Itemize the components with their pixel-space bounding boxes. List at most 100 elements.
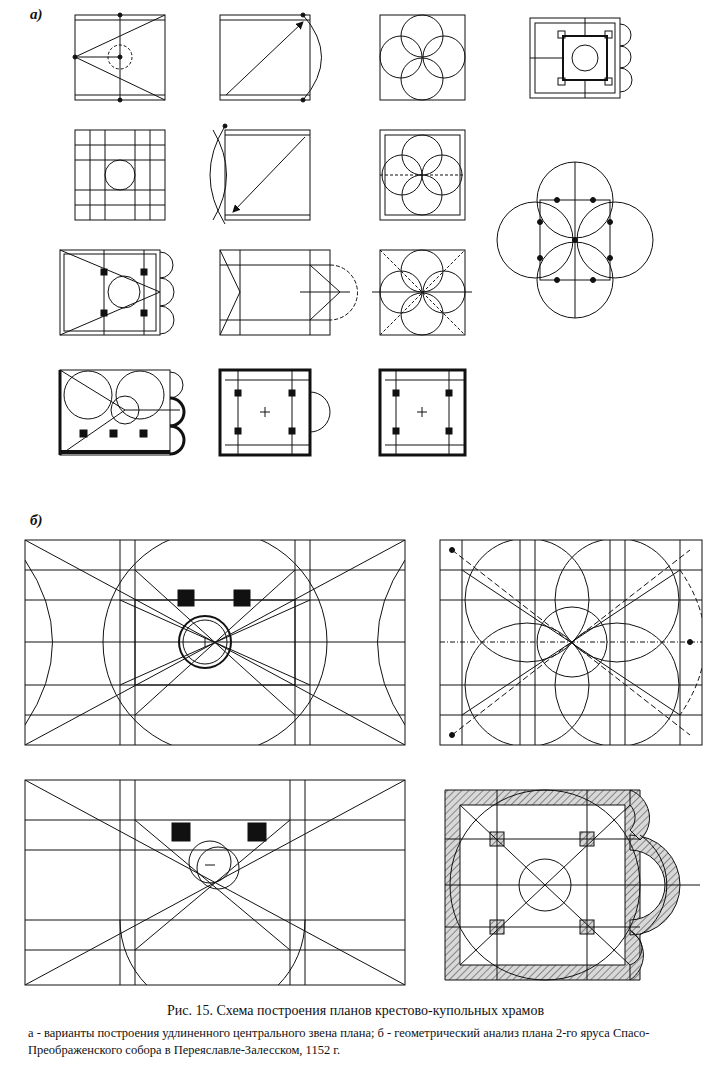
drawing-line (380, 370, 465, 455)
drawing-line (401, 293, 443, 335)
drawing-line (563, 36, 607, 80)
analysis-panel-3 (25, 780, 405, 1013)
drawing-line (25, 780, 405, 985)
drawing-line (75, 57, 165, 100)
drawing-line (25, 920, 405, 921)
drawing-line (220, 370, 310, 455)
analysis-panel-2 (440, 538, 705, 747)
caption-note: а - варианты построения удлиненного цент… (28, 1025, 688, 1059)
drawing-line (160, 278, 174, 306)
panel-letter: а) (30, 6, 70, 23)
drawing-line (150, 130, 151, 220)
drawing-line (220, 95, 310, 96)
drawing-line (73, 55, 77, 59)
drawing-line (179, 616, 231, 668)
drawing-line (608, 256, 613, 261)
drawing-line (445, 839, 640, 840)
drawing-line (310, 292, 340, 320)
drawing-line (265, 407, 266, 417)
drawing-line (80, 430, 87, 437)
drawing-line (558, 31, 565, 38)
drawing-line (225, 215, 310, 216)
analysis-panel-4 (445, 790, 700, 980)
drawing-line (630, 790, 649, 840)
drawing-line (401, 15, 443, 57)
drawing-line (449, 370, 450, 455)
scheme-4 (530, 18, 632, 98)
drawing-line (25, 780, 405, 985)
drawing-line (25, 540, 405, 745)
drawing-line (235, 428, 241, 434)
drawing-line (172, 823, 190, 841)
drawing-line (310, 265, 340, 292)
drawing-line (118, 13, 122, 17)
drawing-line (220, 20, 310, 21)
drawing-line (303, 15, 322, 100)
scheme-9 (60, 250, 174, 335)
scheme-5 (75, 130, 165, 220)
drawing-line (402, 135, 442, 175)
drawing-line (605, 78, 612, 85)
drawing-line (60, 292, 160, 335)
drawing-line (118, 98, 122, 102)
drawing-line (25, 780, 405, 985)
drawing-line (235, 390, 241, 396)
drawing-line (300, 292, 350, 293)
drawing-line (497, 790, 498, 980)
drawing-line (401, 250, 443, 292)
drawing-line (60, 410, 125, 455)
drawing-line (75, 57, 120, 58)
drawing-line (120, 920, 305, 985)
drawing-line (135, 600, 295, 685)
drawing-line (290, 780, 291, 985)
drawing-line (396, 370, 397, 455)
drawing-line (223, 124, 227, 128)
drawing-line (220, 265, 330, 266)
drawing-line (108, 276, 140, 308)
drawing-line (25, 560, 53, 725)
drawing-line (402, 175, 442, 215)
drawing-line (620, 68, 632, 92)
drawing-line (462, 570, 680, 715)
drawing-line (213, 130, 227, 220)
drawing-line (75, 145, 165, 146)
drawing-line (75, 205, 165, 206)
panel-letter: б) (30, 512, 70, 529)
drawing-line (170, 398, 184, 426)
drawing-line (572, 45, 598, 71)
drawing-line (301, 13, 305, 17)
drawing-line (538, 220, 543, 225)
drawing-line (25, 13, 705, 1013)
drawing-line (25, 780, 405, 985)
drawing-line (220, 292, 240, 335)
drawing-line (110, 430, 117, 437)
drawing-line (620, 46, 631, 68)
drawing-line (446, 390, 452, 396)
drawing-line (220, 250, 240, 292)
drawing-line (189, 841, 231, 883)
drawing-line (238, 370, 239, 455)
drawing-line (372, 292, 472, 293)
drawing-line (585, 80, 586, 98)
drawing-line (605, 31, 612, 38)
drawing-line (60, 370, 125, 410)
drawing-line (445, 927, 640, 928)
drawing-line (205, 865, 215, 866)
scheme-6 (210, 124, 310, 224)
drawing-line (573, 238, 578, 243)
drawing-line (60, 250, 160, 335)
drawing-line (220, 320, 330, 321)
drawing-line (440, 715, 702, 716)
drawing-line (135, 570, 295, 715)
drawing-line (103, 540, 327, 745)
drawing-line (393, 428, 399, 434)
drawing-line (178, 590, 194, 606)
drawing-line (75, 130, 165, 220)
drawing-line (210, 126, 225, 224)
drawing-line (450, 733, 455, 738)
drawing-line (440, 540, 702, 745)
drawing-line (59, 370, 62, 455)
drawing-line (289, 390, 295, 396)
drawing-line (234, 590, 250, 606)
drawing-line (170, 372, 183, 398)
